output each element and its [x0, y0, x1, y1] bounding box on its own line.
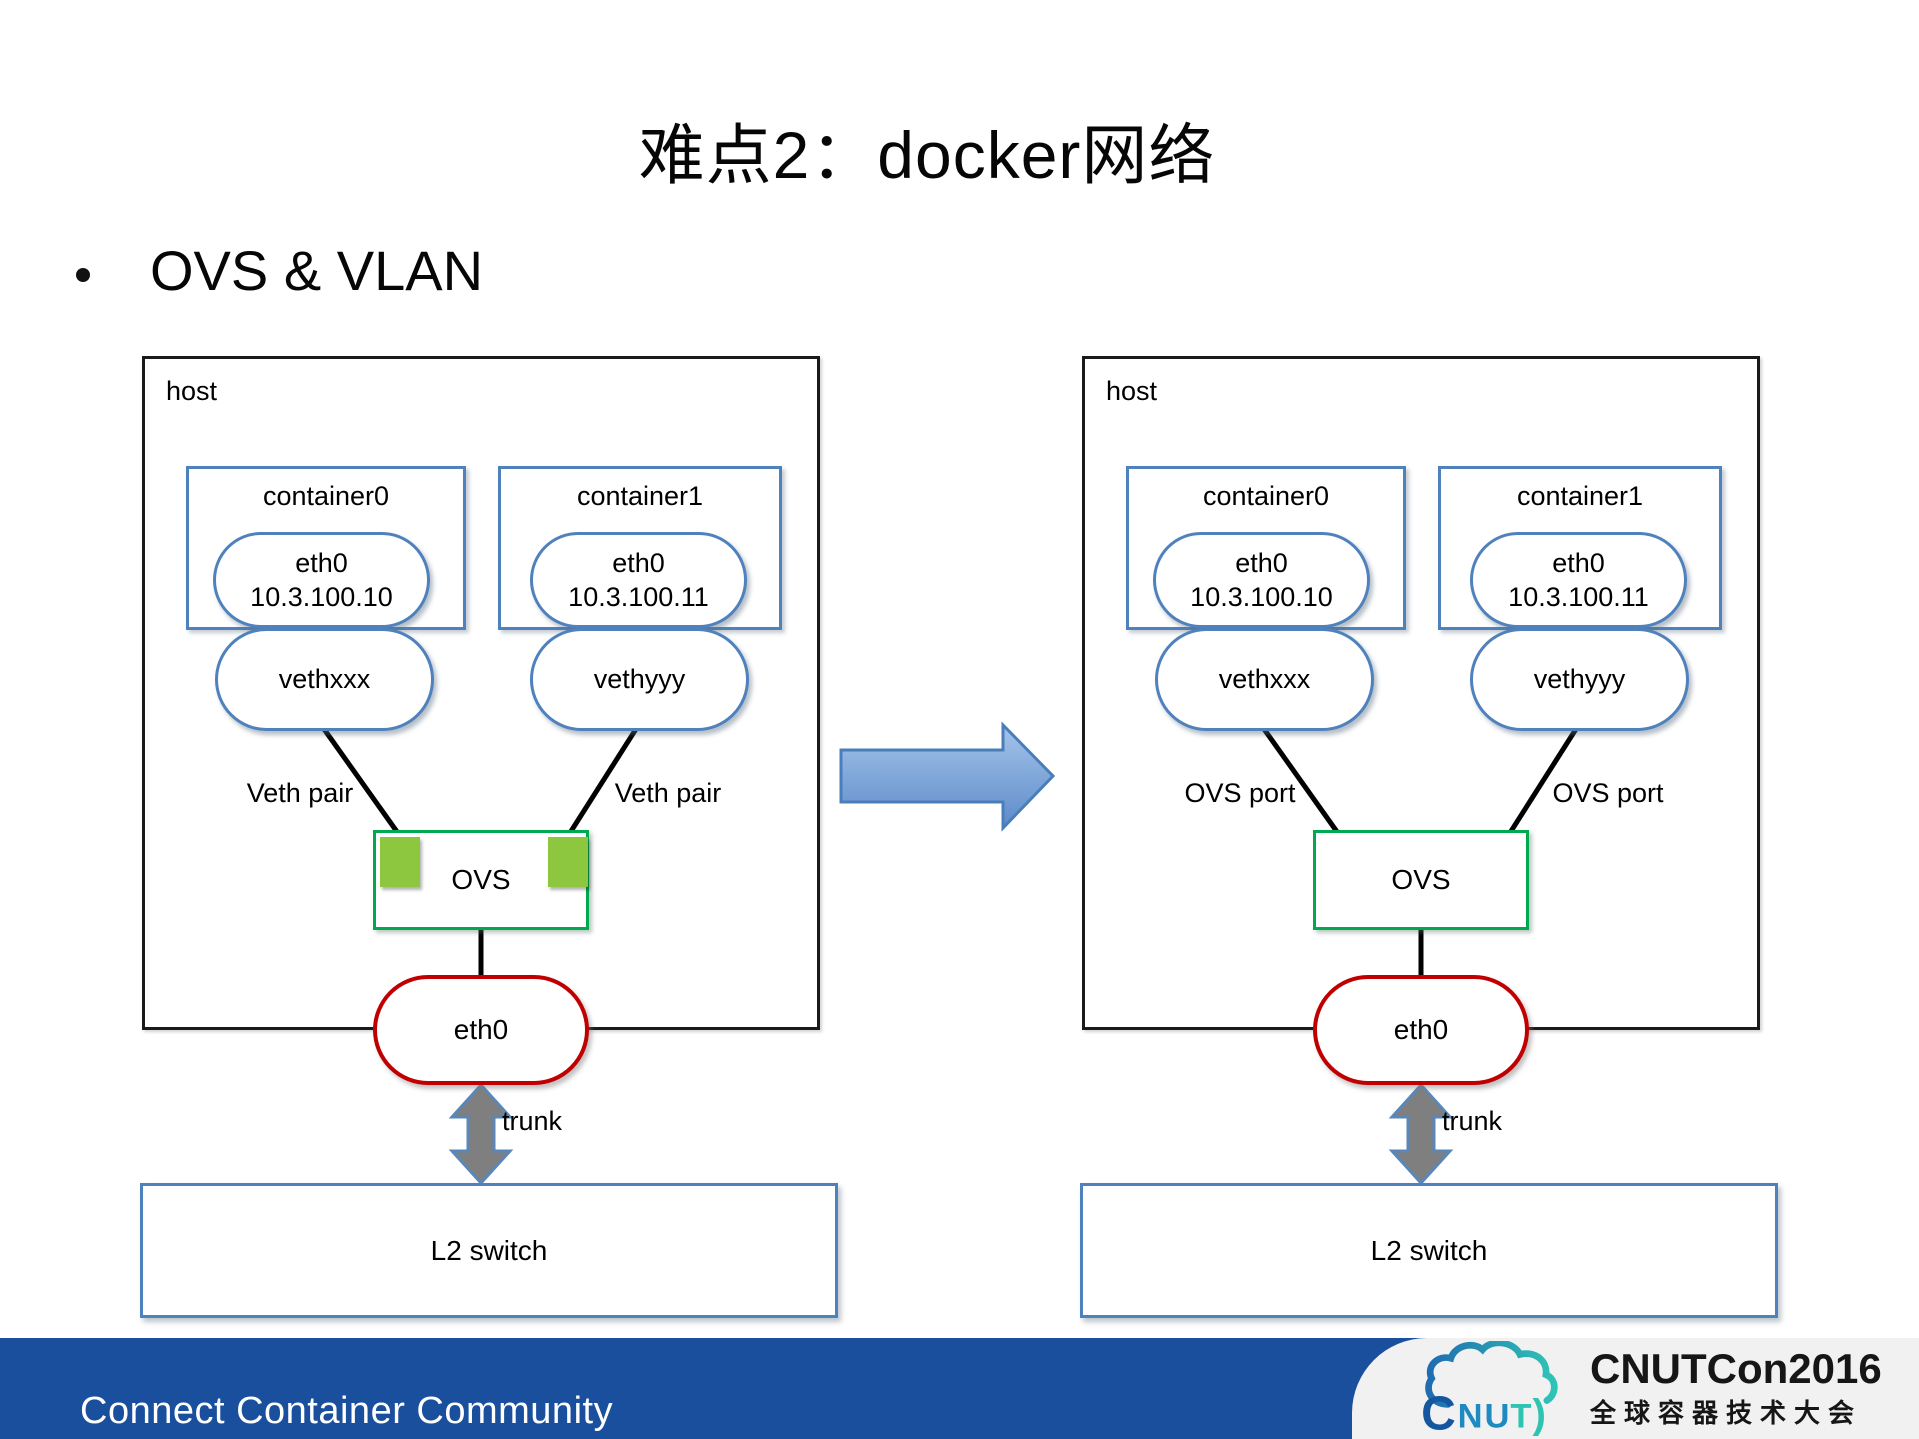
ovs-port-square	[548, 837, 588, 887]
link-label: OVS port	[1552, 778, 1664, 808]
container1-eth-pill: eth0 10.3.100.11	[1470, 532, 1687, 628]
veth-pill: vethyyy	[1470, 628, 1689, 731]
host-label: host	[166, 376, 218, 406]
host-eth-pill: eth0	[373, 975, 589, 1085]
ovs-port-square	[380, 837, 420, 887]
container1-eth-pill: eth0 10.3.100.11	[530, 532, 747, 628]
veth-pill: vethyyy	[530, 628, 749, 731]
logo-text-block: CNUTCon2016 全球容器技术大会	[1590, 1347, 1882, 1430]
l2-switch-box: L2 switch	[1080, 1183, 1778, 1318]
bullet-text: OVS & VLAN	[150, 239, 484, 302]
ip-label: 10.3.100.11	[1508, 582, 1649, 612]
host-label: host	[1106, 376, 1158, 406]
container0-eth-pill: eth0 10.3.100.10	[1153, 532, 1370, 628]
container-label: container0	[1202, 481, 1330, 511]
eth-label: eth0	[1235, 548, 1288, 578]
ip-label: 10.3.100.10	[1190, 582, 1333, 612]
link-label: Veth pair	[614, 778, 722, 808]
eth-label: eth0	[1552, 548, 1605, 578]
ovs-label: OVS	[451, 864, 511, 895]
logo-mark-letter: U	[1484, 1397, 1509, 1435]
link-label: Veth pair	[246, 778, 354, 808]
container-label: container0	[262, 481, 390, 511]
l2-switch-box: L2 switch	[140, 1183, 838, 1318]
link-label: OVS port	[1184, 778, 1296, 808]
logo-title: CNUTCon2016	[1590, 1345, 1882, 1392]
container-label: container1	[1516, 481, 1644, 511]
transform-arrow	[839, 721, 1056, 832]
trunk-label: trunk	[1442, 1106, 1503, 1136]
container0-eth-pill: eth0 10.3.100.10	[213, 532, 430, 628]
veth-pill: vethxxx	[215, 628, 434, 731]
host-eth-pill: eth0	[1313, 975, 1529, 1085]
page-title: 难点2：docker网络	[638, 118, 1216, 192]
footer-community-text: Connect Container Community	[80, 1390, 614, 1432]
logo-mark-letter: C	[1421, 1387, 1456, 1437]
cnut-cloud-logo-icon: C N U T )	[1421, 1340, 1558, 1437]
ovs-label: OVS	[1391, 864, 1451, 895]
trunk-label: trunk	[502, 1106, 563, 1136]
logo-mark-letter: )	[1532, 1390, 1545, 1436]
veth-pill: vethxxx	[1155, 628, 1374, 731]
ovs-bridge-box: OVS	[1313, 830, 1529, 930]
bullet-marker	[76, 268, 90, 282]
eth-label: eth0	[295, 548, 348, 578]
ip-label: 10.3.100.11	[568, 582, 709, 612]
logo-subtitle: 全球容器技术大会	[1590, 1398, 1863, 1428]
ovs-bridge-box: OVS	[373, 830, 589, 930]
eth-label: eth0	[612, 548, 665, 578]
container-label: container1	[576, 481, 704, 511]
network-diagram-ovsport: host container0 container1 eth0 10.3.100…	[1080, 356, 1780, 1321]
ip-label: 10.3.100.10	[250, 582, 393, 612]
logo-mark-letter: T	[1510, 1397, 1531, 1435]
network-diagram-veth: host container0 container1 eth0 10.3.100…	[140, 356, 840, 1321]
logo-panel: C N U T ) CNUTCon2016 全球容器技术大会	[1352, 1338, 1919, 1439]
logo-mark-letter: N	[1458, 1397, 1483, 1435]
cloud-outline	[1425, 1340, 1558, 1408]
